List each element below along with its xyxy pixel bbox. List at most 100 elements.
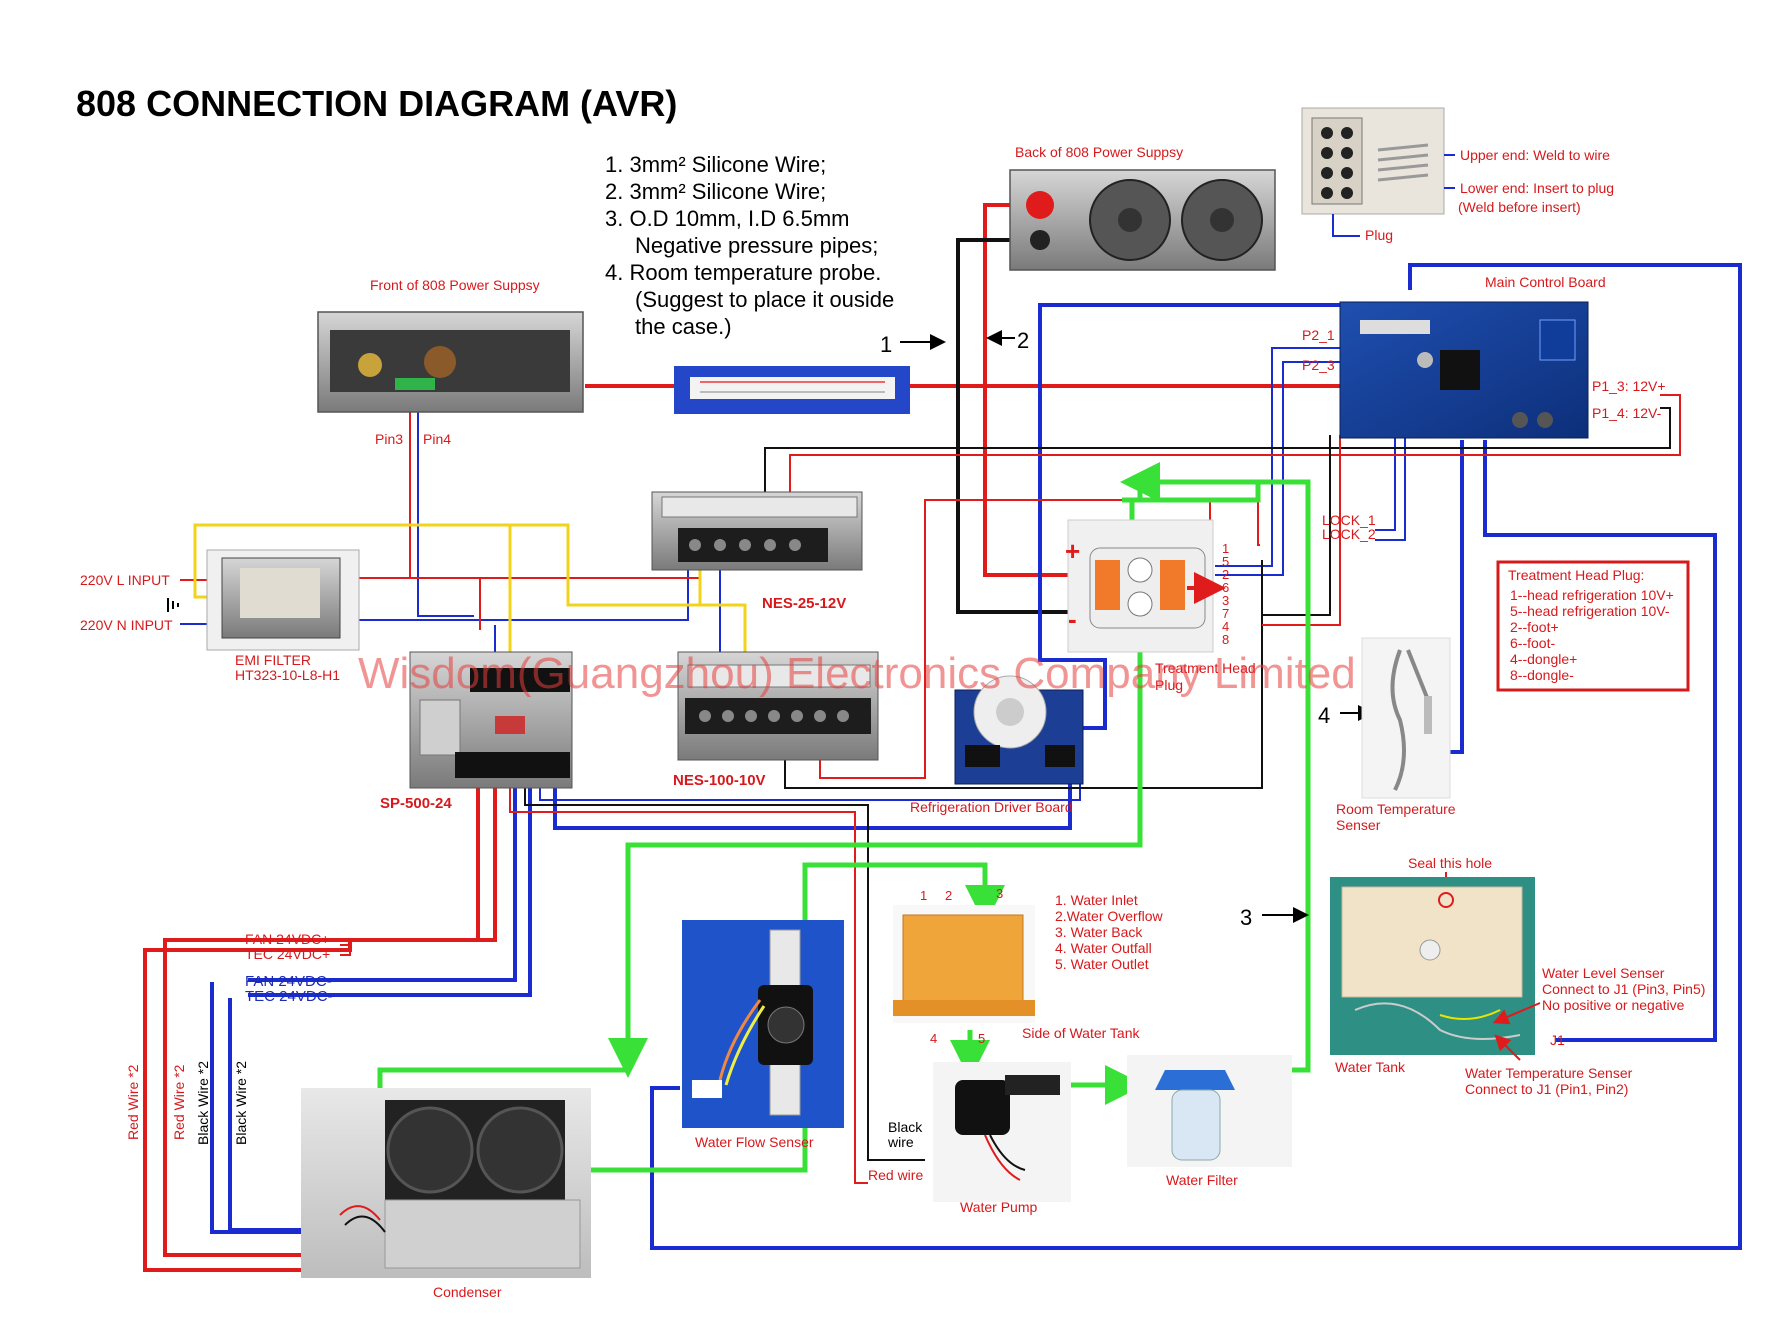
pin4-label: Pin4 (423, 431, 451, 447)
callout-3: 3 (1240, 905, 1252, 930)
tank-legend-item: 5. Water Outlet (1055, 956, 1149, 972)
water-level-2: Connect to J1 (Pin3, Pin5) (1542, 981, 1705, 997)
water-tank: Seal this hole Water Tank Water Level Se… (1330, 855, 1705, 1097)
water-temp-2: Connect to J1 (Pin1, Pin2) (1465, 1081, 1628, 1097)
plus-sign: + (1065, 536, 1080, 566)
nes-25-12v: NES-25-12V (651, 491, 863, 612)
front-psu: Front of 808 Power Suppsy Pin3 Pin4 (317, 277, 584, 447)
emi-filter: 220V L INPUT 220V N INPUT EMI FILTER HT3… (80, 549, 360, 683)
lock2-label: LOCK_2 (1322, 526, 1376, 542)
water-level-3: No positive or negative (1542, 997, 1685, 1013)
note-line: the case.) (635, 314, 732, 339)
n-input-label: 220V N INPUT (80, 617, 173, 633)
tank-legend-item: 2.Water Overflow (1055, 908, 1164, 924)
wire-notes: 1. 3mm² Silicone Wire; 2. 3mm² Silicone … (605, 152, 894, 339)
th-pin: 3 (1222, 593, 1229, 608)
tank-legend-item: 3. Water Back (1055, 924, 1143, 940)
nes-100-10v: NES-100-10V (673, 651, 879, 789)
black-wire-label-1: Black (888, 1119, 923, 1135)
side-tank-label: Side of Water Tank (1022, 1025, 1141, 1041)
sp500-label: SP-500-24 (380, 795, 452, 812)
back-psu: Back of 808 Power Suppsy (1009, 144, 1276, 271)
th-plug-label-2: Plug (1155, 677, 1183, 693)
seal-hole-label: Seal this hole (1408, 855, 1492, 871)
callout-arrows: 1 2 3 4 (880, 328, 1374, 930)
th-pin: 1 (1222, 541, 1229, 556)
th-plug-legend: Treatment Head Plug: 1--head refrigerati… (1496, 560, 1690, 692)
page-title: 808 CONNECTION DIAGRAM (AVR) (76, 83, 677, 124)
main-control-board: Main Control Board P2_1 P2_3 P1_3: 12V+ … (1302, 274, 1666, 542)
refrigeration-driver-board: Refrigeration Driver Board (910, 675, 1084, 815)
yellow-wires (193, 523, 747, 665)
tank-pipe-5: 5 (978, 1031, 985, 1046)
watermark: Wisdom(Guangzhou) Electronics Company Li… (358, 649, 1356, 698)
tec-pos-label: TEC 24VDC+ (245, 946, 330, 962)
upper-end-label: Upper end: Weld to wire (1460, 147, 1610, 163)
p1-3-label: P1_3: 12V+ (1592, 378, 1666, 394)
note-line: (Suggest to place it ouside (635, 287, 894, 312)
legend-item: 2--foot+ (1510, 619, 1559, 635)
legend-title: Treatment Head Plug: (1508, 567, 1644, 583)
black-wire-x2-a: Black Wire *2 (195, 1061, 211, 1145)
nes25-label: NES-25-12V (762, 595, 846, 612)
water-pump-label: Water Pump (960, 1199, 1037, 1215)
th-pin: 4 (1222, 619, 1229, 634)
l-input-label: 220V L INPUT (80, 572, 170, 588)
th-pin: 2 (1222, 567, 1229, 582)
water-tank-legend: 1. Water Inlet 2.Water Overflow 3. Water… (1055, 892, 1164, 972)
note-line: 3. O.D 10mm, I.D 6.5mm (605, 206, 850, 231)
nes100-label: NES-100-10V (673, 772, 766, 789)
tec-neg-label: TEC 24VDC- (245, 988, 333, 1005)
room-temp-label-1: Room Temperature (1336, 801, 1456, 817)
red-wire-x2-a: Red Wire *2 (125, 1064, 141, 1140)
legend-item: 5--head refrigeration 10V- (1510, 603, 1670, 619)
black-wire-label-2: wire (887, 1134, 914, 1150)
th-pin: 6 (1222, 580, 1229, 595)
red-wire-x2-b: Red Wire *2 (171, 1064, 187, 1140)
blue-wires (180, 263, 1742, 1250)
ribbon-cable (674, 366, 910, 414)
water-flow-sensor: Water Flow Senser (682, 920, 844, 1150)
weld-before-label: (Weld before insert) (1458, 199, 1581, 215)
pin3-label: Pin3 (375, 431, 403, 447)
p1-4-label: P1_4: 12V- (1592, 405, 1662, 421)
side-water-tank: 1 2 3 4 5 Side of Water Tank 1. Water In… (893, 886, 1164, 1046)
th-plug-label-1: Treatment Head (1155, 660, 1256, 676)
th-pin: 8 (1222, 632, 1229, 647)
plug-label: Plug (1365, 227, 1393, 243)
water-pump: Water Pump Black wire Red wire (868, 1062, 1071, 1215)
callout-1: 1 (880, 332, 892, 357)
vertical-wire-labels: Red Wire *2 Red Wire *2 Black Wire *2 Bl… (125, 1061, 249, 1145)
p2-3-label: P2_3 (1302, 357, 1335, 373)
fan-neg-label: FAN 24VDC- (245, 973, 332, 990)
minus-sign: - (1068, 604, 1077, 634)
emi-model-label: HT323-10-L8-H1 (235, 667, 340, 683)
sp-500-24: SP-500-24 (380, 651, 573, 812)
tank-legend-item: 1. Water Inlet (1055, 892, 1138, 908)
main-board-label: Main Control Board (1485, 274, 1606, 290)
p2-1-label: P2_1 (1302, 327, 1335, 343)
water-flow-label: Water Flow Senser (695, 1134, 814, 1150)
note-line: 1. 3mm² Silicone Wire; (605, 152, 826, 177)
emi-label: EMI FILTER (235, 652, 311, 668)
th-pin: 5 (1222, 554, 1229, 569)
water-filter: Water Filter (1127, 1055, 1292, 1188)
room-temp-label-2: Senser (1336, 817, 1381, 833)
front-psu-label: Front of 808 Power Suppsy (370, 277, 540, 293)
legend-item: 6--foot- (1510, 635, 1555, 651)
legend-item: 8--dongle- (1510, 667, 1574, 683)
tank-pipe-3: 3 (996, 886, 1003, 901)
back-psu-label: Back of 808 Power Suppsy (1015, 144, 1183, 160)
treatment-head-plug: + - 1 5 2 6 3 7 4 8 Treatment Head Plug (1065, 519, 1256, 693)
tank-pipe-2: 2 (945, 888, 952, 903)
callout-4: 4 (1318, 703, 1330, 728)
water-filter-label: Water Filter (1166, 1172, 1238, 1188)
lock1-label: LOCK_1 (1322, 512, 1376, 528)
plug-part: Upper end: Weld to wire Lower end: Inser… (1301, 107, 1614, 243)
tank-pipe-4: 4 (930, 1031, 937, 1046)
callout-2: 2 (1017, 328, 1029, 353)
lower-end-label: Lower end: Insert to plug (1460, 180, 1614, 196)
note-line: 2. 3mm² Silicone Wire; (605, 179, 826, 204)
room-temperature-sensor: Room Temperature Senser (1336, 637, 1456, 833)
